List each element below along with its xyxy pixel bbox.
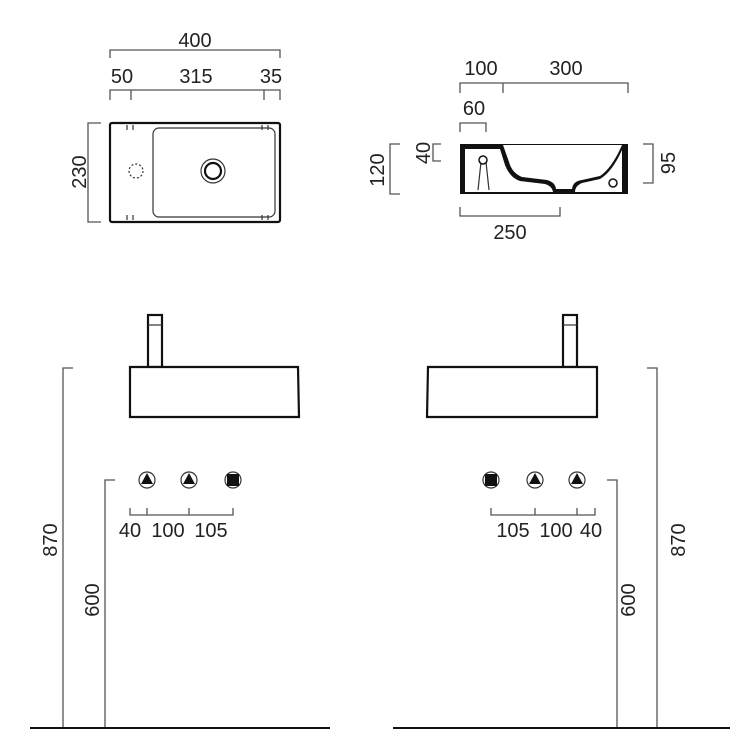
bowl-cavity xyxy=(503,145,622,189)
tap-hole-icon xyxy=(478,155,488,165)
tap-hole-section xyxy=(477,161,490,191)
drain-outer xyxy=(200,158,226,184)
dim-label-35: 35 xyxy=(260,66,282,88)
dimension-line-sub xyxy=(109,89,281,100)
dimension-line-600 xyxy=(607,479,618,728)
dimension-line-100-300 xyxy=(459,82,629,93)
section-cavity xyxy=(465,149,622,192)
dim-label-100: 100 xyxy=(539,520,572,542)
front-view-left: 40 100 105 870 600 xyxy=(30,313,330,729)
dimension-line-870 xyxy=(62,367,73,728)
basin-front xyxy=(425,365,599,419)
dim-label-50: 50 xyxy=(111,66,133,88)
basin-outline xyxy=(108,121,282,224)
dim-label-105: 105 xyxy=(194,520,227,542)
dimension-line-pipes xyxy=(490,508,596,516)
dim-label-95: 95 xyxy=(658,152,680,174)
dimension-line-60 xyxy=(459,122,487,132)
dimension-line-pipes xyxy=(129,508,234,516)
dim-label-40: 40 xyxy=(413,142,435,164)
cold-water-icon xyxy=(526,471,544,489)
dimension-line-400 xyxy=(109,49,281,58)
dimension-line-120 xyxy=(389,143,400,195)
dimension-line-870 xyxy=(647,367,658,728)
section-view: 100 300 60 40 120 95 250 xyxy=(367,58,680,244)
dim-label-100: 100 xyxy=(151,520,184,542)
faucet xyxy=(146,313,164,369)
drain-pipe-icon xyxy=(224,471,242,489)
dimension-line-95 xyxy=(643,143,654,184)
dim-label-400: 400 xyxy=(178,30,211,52)
dim-label-870: 870 xyxy=(40,523,62,556)
basin-front xyxy=(128,365,301,419)
front-view-right: 105 100 40 870 600 xyxy=(393,313,730,729)
dim-label-870: 870 xyxy=(668,523,690,556)
dim-label-315: 315 xyxy=(179,66,212,88)
fixing-marks xyxy=(126,125,269,220)
dimension-line-40 xyxy=(432,143,441,162)
hot-water-icon xyxy=(568,471,586,489)
dim-label-105: 105 xyxy=(496,520,529,542)
dimension-line-230 xyxy=(87,122,101,223)
dimension-line-250 xyxy=(459,207,561,217)
cold-water-icon xyxy=(180,471,198,489)
dim-label-100: 100 xyxy=(464,58,497,80)
drain-icon xyxy=(203,161,223,181)
dim-label-120: 120 xyxy=(367,153,389,186)
dim-label-230: 230 xyxy=(69,155,91,188)
basin-bowl xyxy=(152,127,276,218)
dim-label-40: 40 xyxy=(119,520,141,542)
hot-water-icon xyxy=(138,471,156,489)
dim-label-40: 40 xyxy=(580,520,602,542)
drain-pipe-icon xyxy=(482,471,500,489)
dimension-line-600 xyxy=(104,479,115,728)
dim-label-600: 600 xyxy=(618,583,640,616)
dim-label-60: 60 xyxy=(463,98,485,120)
dim-label-600: 600 xyxy=(82,583,104,616)
overflow-icon xyxy=(608,178,618,188)
dim-label-250: 250 xyxy=(493,222,526,244)
top-view: 400 50 315 35 230 xyxy=(69,30,282,224)
faucet xyxy=(561,313,579,369)
dim-label-300: 300 xyxy=(549,58,582,80)
tap-hole-icon xyxy=(128,163,144,179)
